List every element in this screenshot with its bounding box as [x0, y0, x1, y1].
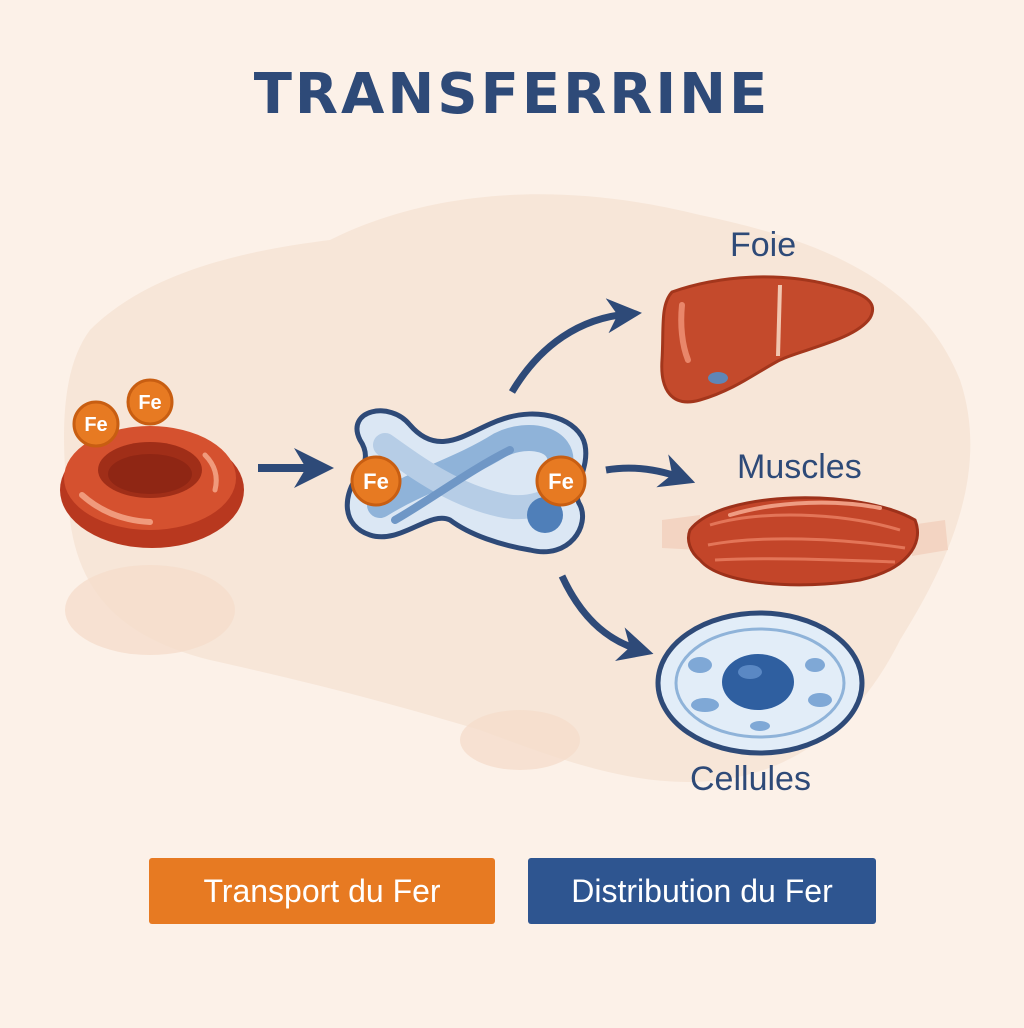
- background-blob-small-2: [460, 710, 580, 770]
- svg-text:Fe: Fe: [84, 414, 107, 436]
- muscles-label: Muscles: [737, 448, 862, 486]
- diagram-title: TRANSFERRINE: [253, 62, 771, 127]
- transport-tag: Transport du Fer: [149, 858, 495, 924]
- transferrin-protein-icon: [344, 408, 589, 555]
- iron-atom-icon: Fe: [535, 455, 587, 507]
- iron-atom-icon: Fe: [72, 400, 120, 448]
- arrow-to-liver: [508, 298, 642, 394]
- liver-label: Foie: [730, 226, 797, 264]
- liver-icon: [660, 275, 874, 404]
- arrow-to-cells: [558, 574, 654, 662]
- cell-icon: [655, 610, 865, 756]
- svg-text:Fe: Fe: [548, 469, 574, 494]
- red-blood-cell-icon: [60, 426, 244, 548]
- arrow-to-muscles: [605, 454, 696, 488]
- iron-atom-icon: Fe: [350, 455, 402, 507]
- muscle-icon: [662, 496, 948, 587]
- iron-atom-icon: Fe: [126, 378, 174, 426]
- distribution-tag: Distribution du Fer: [528, 858, 876, 924]
- background-blob-small: [65, 565, 235, 655]
- svg-text:Fe: Fe: [363, 469, 389, 494]
- svg-text:Fe: Fe: [138, 392, 161, 414]
- cells-label: Cellules: [690, 760, 811, 798]
